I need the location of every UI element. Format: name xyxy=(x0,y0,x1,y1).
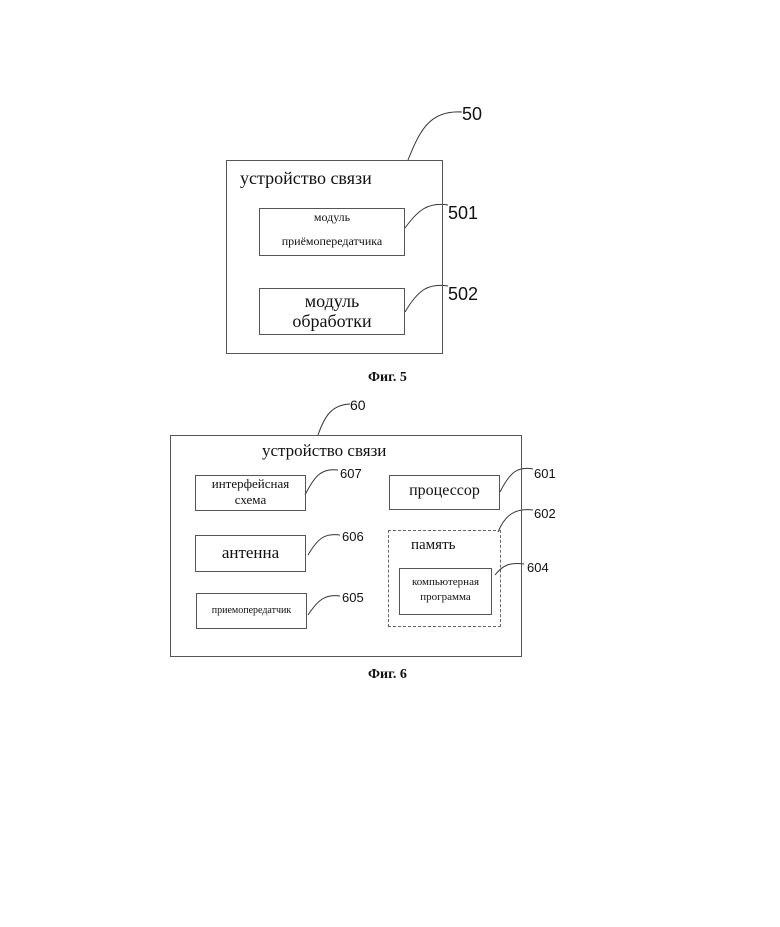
computer-program-label-line2: программа xyxy=(399,591,492,604)
ref-number-60: 60 xyxy=(350,397,366,413)
memory-label: память xyxy=(411,537,455,554)
ref-number-502: 502 xyxy=(448,284,478,305)
ref-number-602: 602 xyxy=(534,506,556,521)
ref-number-601: 601 xyxy=(534,466,556,481)
interface-circuit-label-line2: схема xyxy=(195,493,306,508)
ref-number-607: 607 xyxy=(340,466,362,481)
processing-module-label-line1: модуль xyxy=(259,291,405,312)
ref-number-501: 501 xyxy=(448,203,478,224)
computer-program-label-line1: компьютерная xyxy=(399,576,492,589)
device-title-fig6: устройство связи xyxy=(262,441,386,461)
antenna-label: антенна xyxy=(195,543,306,563)
leader-line-50 xyxy=(408,112,462,160)
ref-number-605: 605 xyxy=(342,590,364,605)
processor-label: процессор xyxy=(389,482,500,500)
ref-number-606: 606 xyxy=(342,529,364,544)
transceiver-module-label-line1: модуль xyxy=(259,211,405,225)
ref-number-50: 50 xyxy=(462,104,482,125)
interface-circuit-label-line1: интерфейсная xyxy=(195,477,306,492)
leader-line-60 xyxy=(318,404,350,435)
transceiver-module-label-line2: приёмопередатчика xyxy=(259,235,405,249)
ref-number-604: 604 xyxy=(527,560,549,575)
transceiver-label: приемопередатчик xyxy=(196,605,307,617)
figure-caption-6: Фиг. 6 xyxy=(368,667,407,683)
device-title-fig5: устройство связи xyxy=(240,168,372,189)
figure-caption-5: Фиг. 5 xyxy=(368,370,407,386)
processing-module-label-line2: обработки xyxy=(259,311,405,332)
